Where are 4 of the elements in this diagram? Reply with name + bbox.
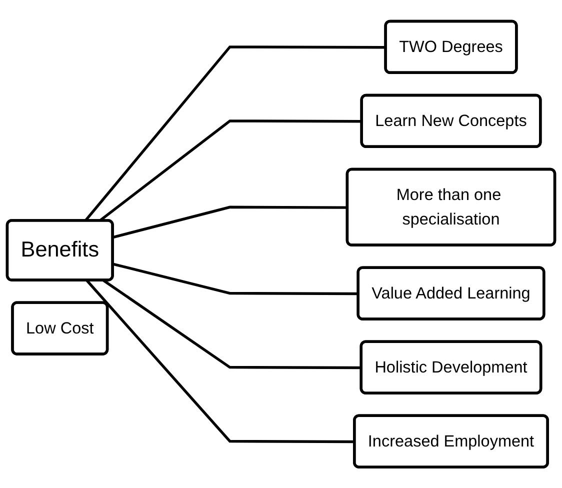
connector xyxy=(86,279,355,443)
connector xyxy=(102,279,362,369)
connector xyxy=(112,262,359,295)
connector xyxy=(112,206,348,238)
